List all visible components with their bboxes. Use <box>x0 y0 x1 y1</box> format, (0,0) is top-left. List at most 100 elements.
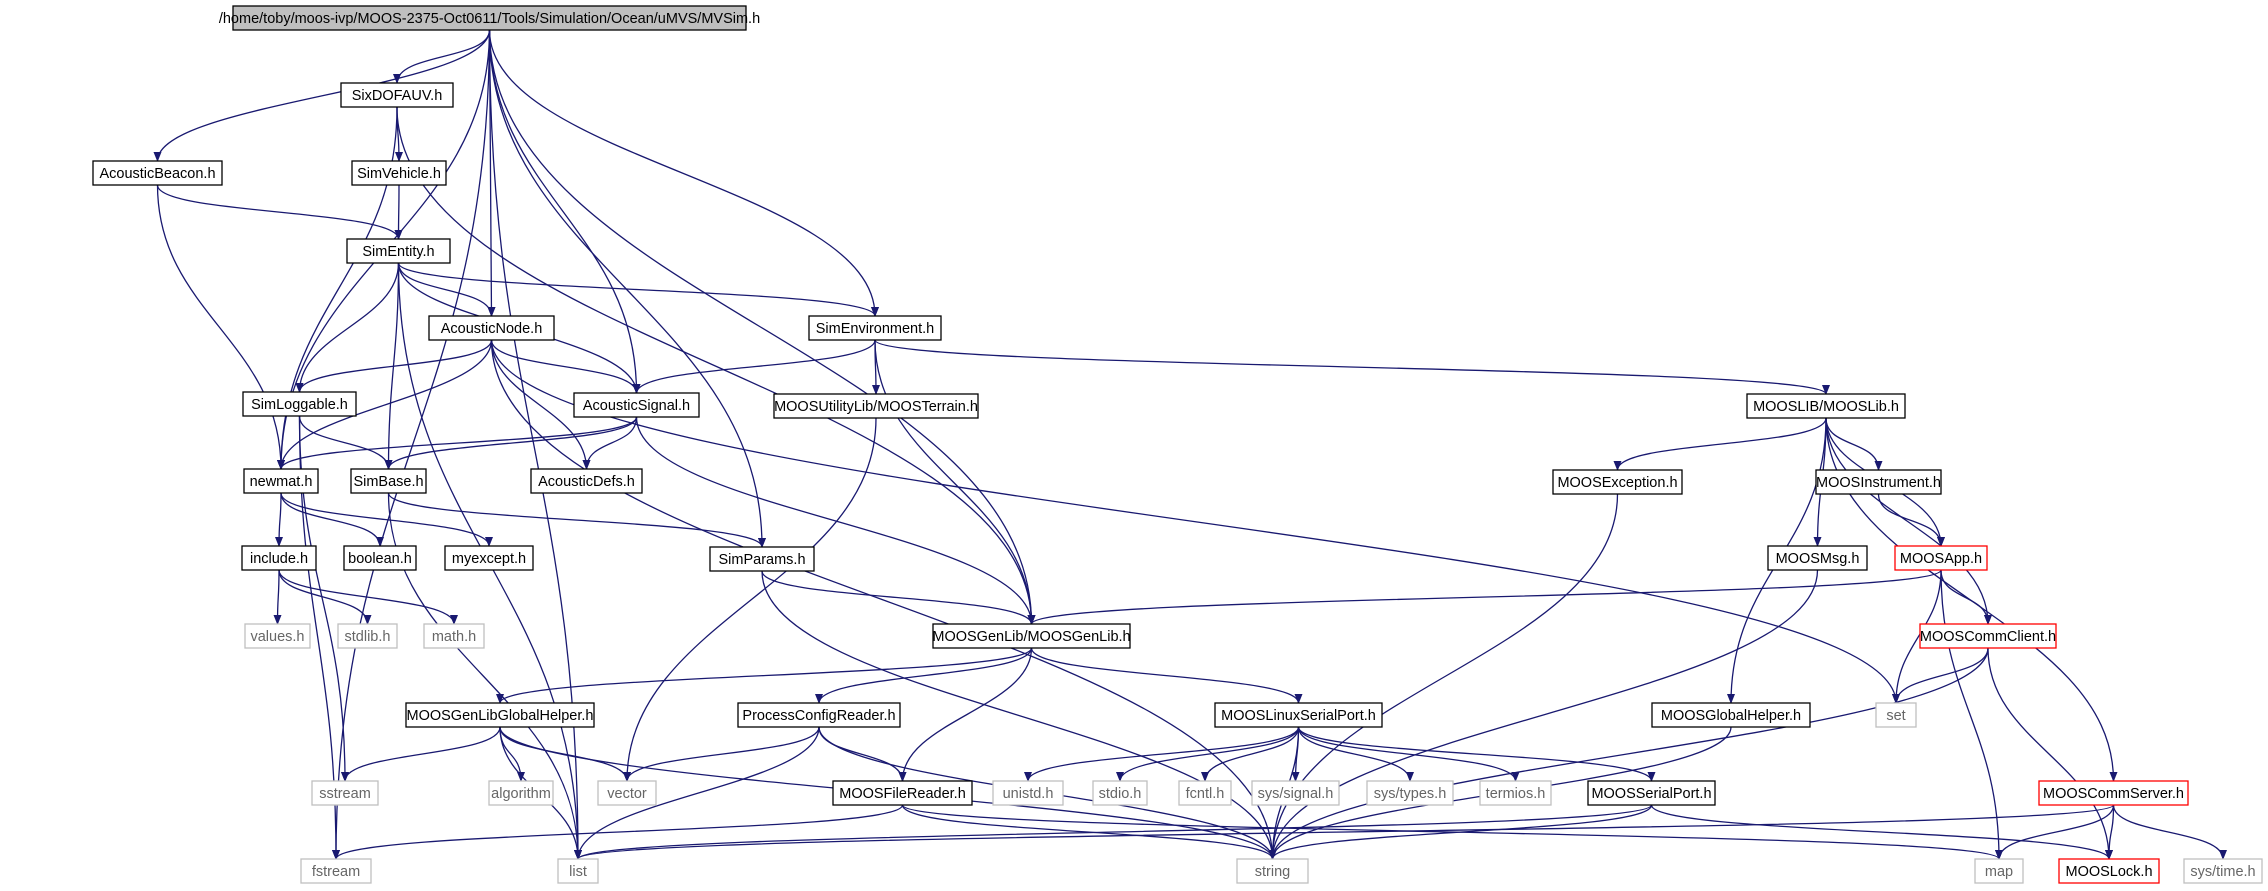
node-filereader[interactable]: MOOSFileReader.h <box>832 780 973 806</box>
edge-moosapp-to-set <box>1892 569 1942 704</box>
node-simentity[interactable]: SimEntity.h <box>346 238 451 264</box>
node-serialport[interactable]: MOOSSerialPort.h <box>1587 780 1716 806</box>
edge-include-to-values <box>273 569 282 625</box>
edge-genlib-to-pcr <box>815 647 1033 704</box>
node-simlog-box <box>242 391 357 417</box>
node-boolean-box <box>343 545 417 571</box>
node-simparams-label: SimParams.h <box>718 552 805 568</box>
edge-moosapp-to-map <box>1940 569 2003 860</box>
node-unistd: unistd.h <box>992 780 1064 806</box>
node-include[interactable]: include.h <box>241 545 317 571</box>
node-linuxserial[interactable]: MOOSLinuxSerialPort.h <box>1214 702 1383 728</box>
node-values: values.h <box>244 623 311 649</box>
node-include-label: include.h <box>250 551 308 567</box>
node-unistd-box <box>992 780 1064 806</box>
node-set-label: set <box>1886 708 1905 724</box>
node-fstream: fstream <box>300 858 372 884</box>
node-simbase[interactable]: SimBase.h <box>350 468 427 494</box>
edge-linuxserial-to-fcntl <box>1201 726 1300 782</box>
node-fstream-box <box>300 858 372 884</box>
node-moosmsg-box <box>1767 545 1868 571</box>
edge-acnode-to-simlog <box>295 339 493 393</box>
node-newmat[interactable]: newmat.h <box>243 468 319 494</box>
node-acsignal[interactable]: AcousticSignal.h <box>573 392 700 418</box>
node-acbeacon[interactable]: AcousticBeacon.h <box>92 160 223 186</box>
edge-newmat-to-include <box>275 492 284 547</box>
node-moosapp[interactable]: MOOSApp.h <box>1894 545 1988 571</box>
node-list-box <box>557 858 599 884</box>
node-values-box <box>244 623 311 649</box>
node-algorithm-box <box>488 780 554 806</box>
node-genlib-box <box>932 623 1131 649</box>
node-map-label: map <box>1985 864 2013 880</box>
node-acdefs[interactable]: AcousticDefs.h <box>530 468 643 494</box>
edge-mvsim-to-acsignal <box>488 29 641 394</box>
node-commserver[interactable]: MOOSCommServer.h <box>2038 780 2189 806</box>
node-systime-box <box>2183 858 2263 884</box>
edge-acbeacon-to-simentity <box>156 184 403 240</box>
node-moosmsg[interactable]: MOOSMsg.h <box>1767 545 1868 571</box>
edge-newmat-to-myexcept <box>280 492 493 547</box>
node-moosinst[interactable]: MOOSInstrument.h <box>1815 469 1942 495</box>
node-simparams[interactable]: SimParams.h <box>709 546 815 572</box>
node-string-label: string <box>1255 864 1290 880</box>
node-moosexc-label: MOOSException.h <box>1557 475 1677 491</box>
node-simlog[interactable]: SimLoggable.h <box>242 391 357 417</box>
edge-commclient-to-string <box>1268 647 1989 860</box>
node-simentity-label: SimEntity.h <box>362 244 434 260</box>
edge-moosapp-to-genlib <box>1027 569 1942 625</box>
edge-linuxserial-to-unistd <box>1024 726 1300 782</box>
edge-mvsim-to-sixdof <box>393 29 491 84</box>
node-systypes: sys/types.h <box>1366 780 1454 806</box>
node-boolean[interactable]: boolean.h <box>343 545 417 571</box>
node-map-box <box>1974 858 2024 884</box>
edge-mooslib-to-moosexc <box>1613 417 1827 471</box>
node-stdlib-label: stdlib.h <box>345 629 391 645</box>
node-pcr-box <box>737 702 901 728</box>
node-filereader-label: MOOSFileReader.h <box>839 786 966 802</box>
edge-filereader-to-fstream <box>332 804 904 860</box>
edge-simenv-to-acsignal <box>632 339 876 394</box>
node-moosexc-box <box>1552 469 1683 495</box>
node-genlib[interactable]: MOOSGenLib/MOOSGenLib.h <box>932 623 1131 649</box>
node-moosexc[interactable]: MOOSException.h <box>1552 469 1683 495</box>
node-myexcept[interactable]: myexcept.h <box>444 545 534 571</box>
node-mvsim-label: /home/toby/moos-ivp/MOOS-2375-Oct0611/To… <box>219 11 760 27</box>
node-pcr-label: ProcessConfigReader.h <box>742 708 895 724</box>
edge-acnode-to-acdefs <box>490 339 591 470</box>
node-simvehicle-label: SimVehicle.h <box>357 166 441 182</box>
node-map: map <box>1974 858 2024 884</box>
node-systime: sys/time.h <box>2183 858 2263 884</box>
node-algorithm: algorithm <box>488 780 554 806</box>
node-commclient[interactable]: MOOSCommClient.h <box>1919 623 2057 649</box>
node-list-label: list <box>569 864 587 880</box>
edge-commserver-to-mooslock <box>2105 804 2115 860</box>
node-simvehicle[interactable]: SimVehicle.h <box>351 160 447 186</box>
node-systime-label: sys/time.h <box>2190 864 2255 880</box>
edge-moosinst-to-moosapp <box>1877 493 1945 547</box>
nodes-layer: /home/toby/moos-ivp/MOOS-2375-Oct0611/To… <box>92 5 2263 884</box>
node-pcr[interactable]: ProcessConfigReader.h <box>737 702 901 728</box>
node-acnode[interactable]: AcousticNode.h <box>428 315 555 341</box>
node-terrain[interactable]: MOOSUtilityLib/MOOSTerrain.h <box>773 393 979 419</box>
node-stdio-label: stdio.h <box>1099 786 1142 802</box>
node-mvsim[interactable]: /home/toby/moos-ivp/MOOS-2375-Oct0611/To… <box>219 5 760 31</box>
node-commserver-label: MOOSCommServer.h <box>2043 786 2184 802</box>
edge-acsignal-to-simbase <box>384 416 638 470</box>
node-mooslib-box <box>1746 393 1906 419</box>
node-globalhelper[interactable]: MOOSGenLibGlobalHelper.h <box>405 702 595 728</box>
edge-commserver-to-systime <box>2112 804 2227 860</box>
edge-globalhelper-to-sstream <box>341 726 501 782</box>
node-simbase-label: SimBase.h <box>353 474 423 490</box>
node-mvsim-box <box>232 5 747 31</box>
node-mooslock[interactable]: MOOSLock.h <box>2058 858 2160 884</box>
node-moosglobal[interactable]: MOOSGlobalHelper.h <box>1651 702 1811 728</box>
node-sixdof-label: SixDOFAUV.h <box>352 88 443 104</box>
node-simenv-label: SimEnvironment.h <box>816 321 934 337</box>
edge-acsignal-to-genlib <box>635 416 1036 625</box>
node-simenv[interactable]: SimEnvironment.h <box>808 315 942 341</box>
node-values-label: values.h <box>250 629 304 645</box>
node-mooslib[interactable]: MOOSLIB/MOOSLib.h <box>1746 393 1906 419</box>
edge-commserver-to-map <box>1995 804 2115 860</box>
node-sixdof[interactable]: SixDOFAUV.h <box>340 82 454 108</box>
